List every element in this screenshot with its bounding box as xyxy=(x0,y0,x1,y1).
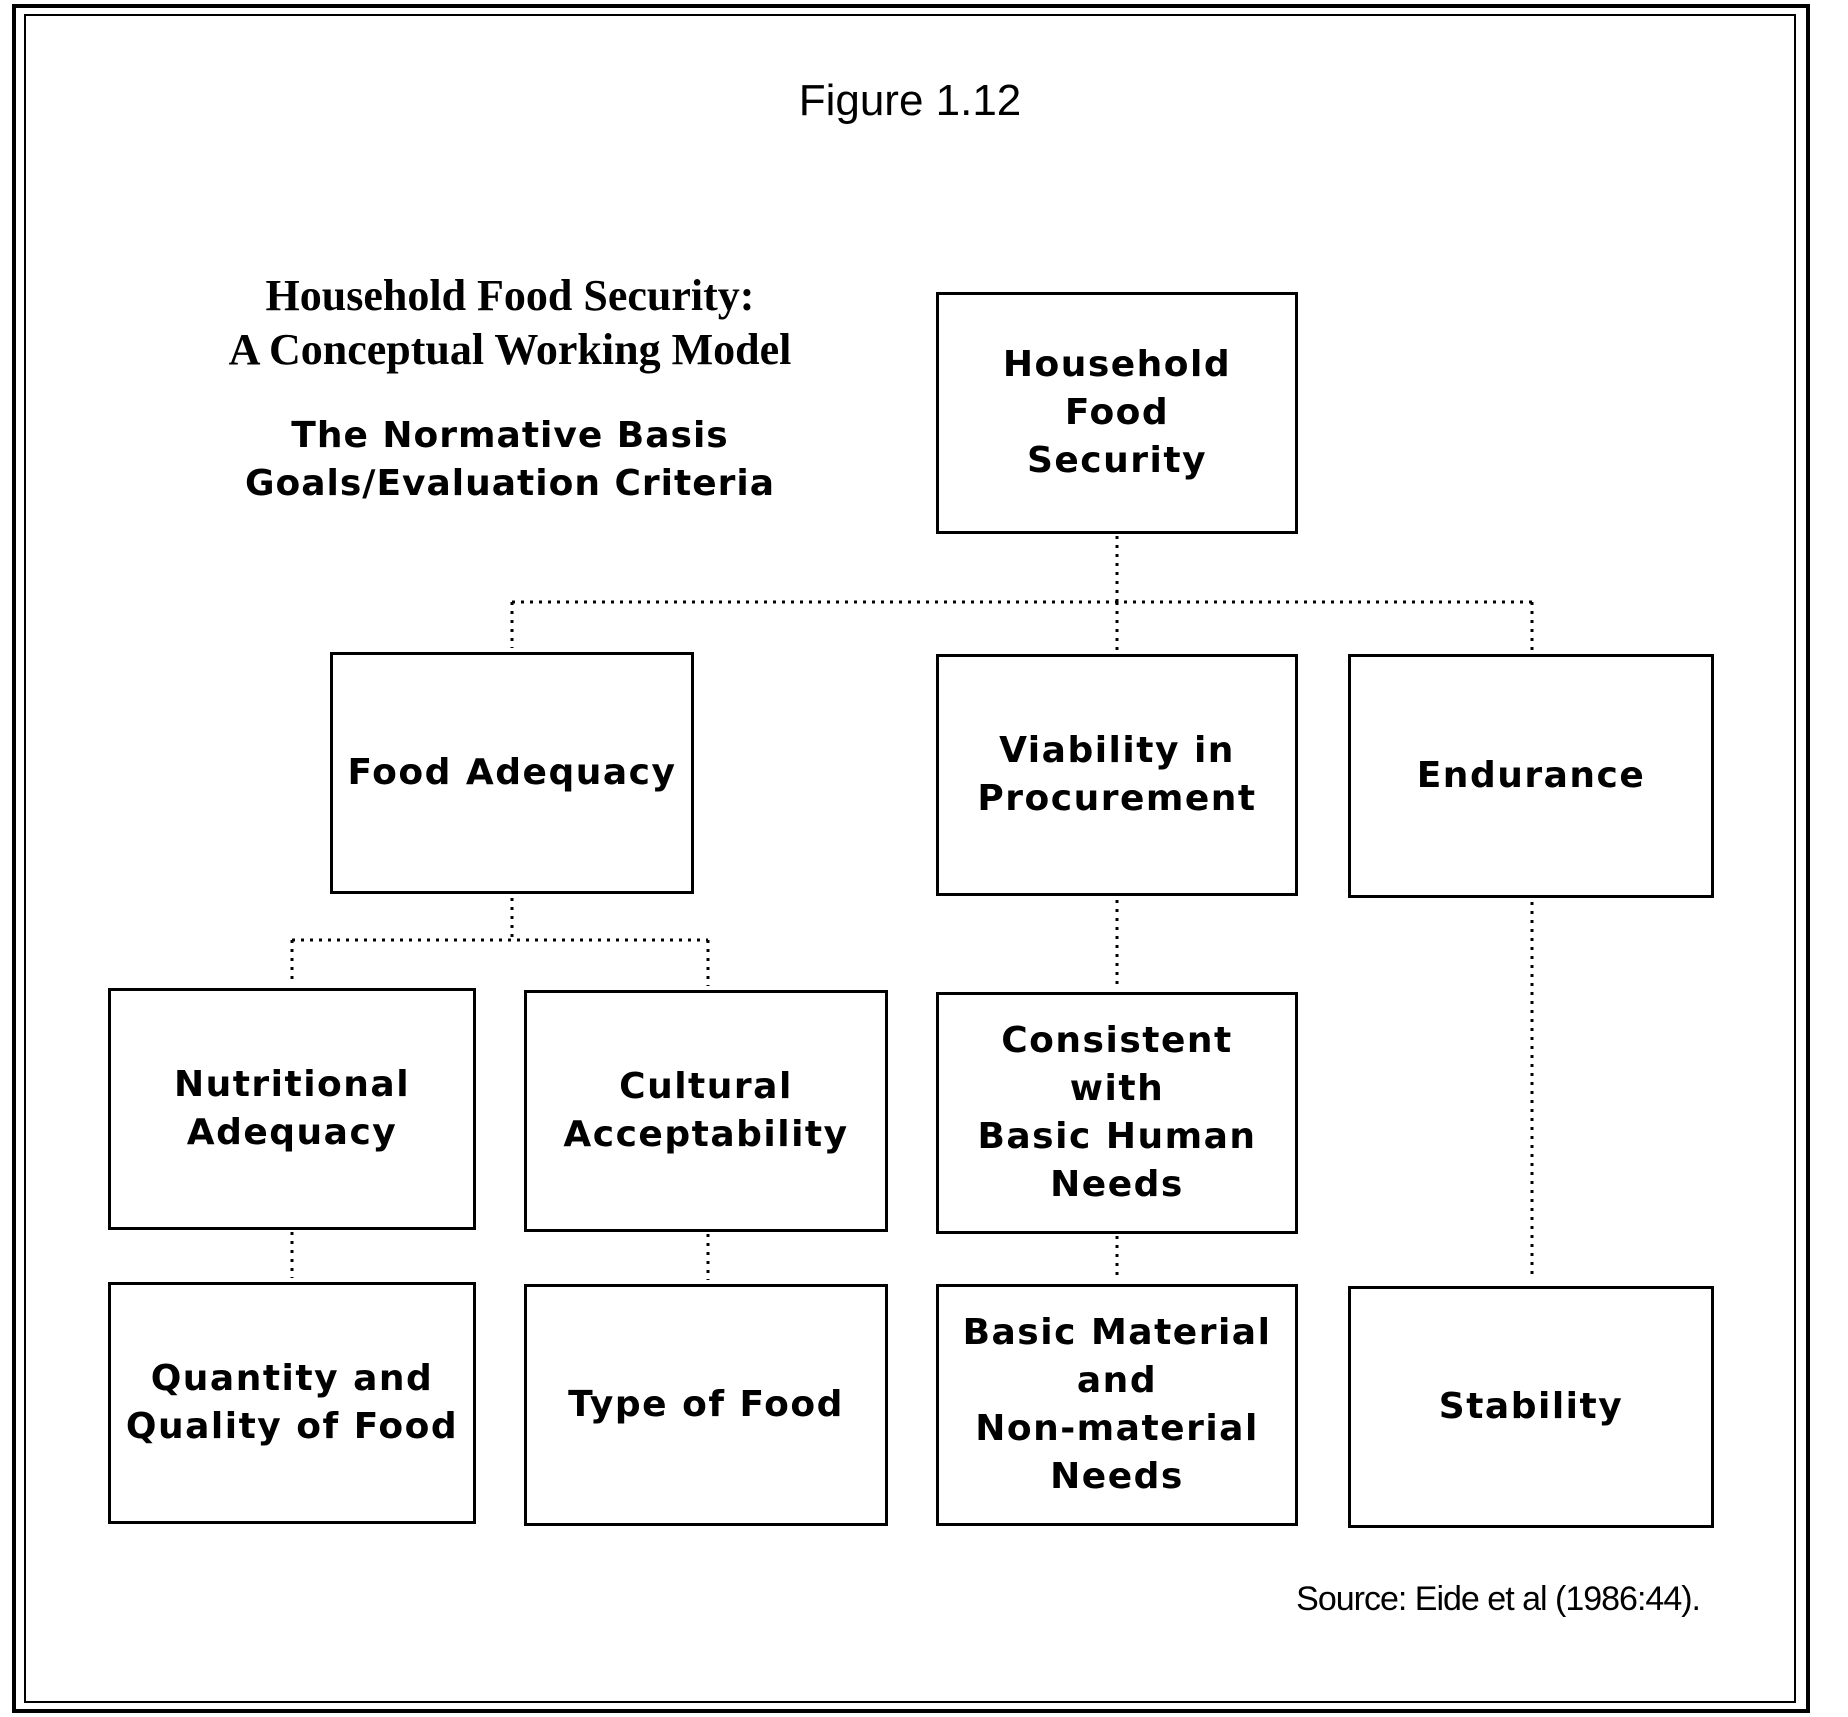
box-quantity-and-quality-of-food: Quantity and Quality of Food xyxy=(108,1282,476,1524)
diagram-title-line-1: Household Food Security: xyxy=(265,271,755,320)
figure-number: Figure 1.12 xyxy=(798,76,1022,125)
box-endurance: Endurance xyxy=(1348,654,1714,898)
source-citation: Source: Eide et al (1986:44). xyxy=(1296,1580,1701,1618)
box-cultural-acceptability: Cultural Acceptability xyxy=(524,990,888,1232)
box-consistent-with-basic-human-needs: Consistent with Basic Human Needs xyxy=(936,992,1298,1234)
diagram-title-line-2: A Conceptual Working Model xyxy=(228,325,792,374)
box-stability: Stability xyxy=(1348,1286,1714,1528)
box-basic-material-and-non-material-needs: Basic Material and Non-material Needs xyxy=(936,1284,1298,1526)
box-viability-in-procurement: Viability in Procurement xyxy=(936,654,1298,896)
box-nutritional-adequacy: Nutritional Adequacy xyxy=(108,988,476,1230)
box-food-adequacy: Food Adequacy xyxy=(330,652,694,894)
subheading-line-2: Goals/Evaluation Criteria xyxy=(244,463,776,504)
inner-frame xyxy=(24,14,1796,1703)
subheading-line-1: The Normative Basis xyxy=(291,415,729,456)
box-type-of-food: Type of Food xyxy=(524,1284,888,1526)
box-household-food-security: Household Food Security xyxy=(936,292,1298,534)
outer-frame xyxy=(12,4,1810,1713)
